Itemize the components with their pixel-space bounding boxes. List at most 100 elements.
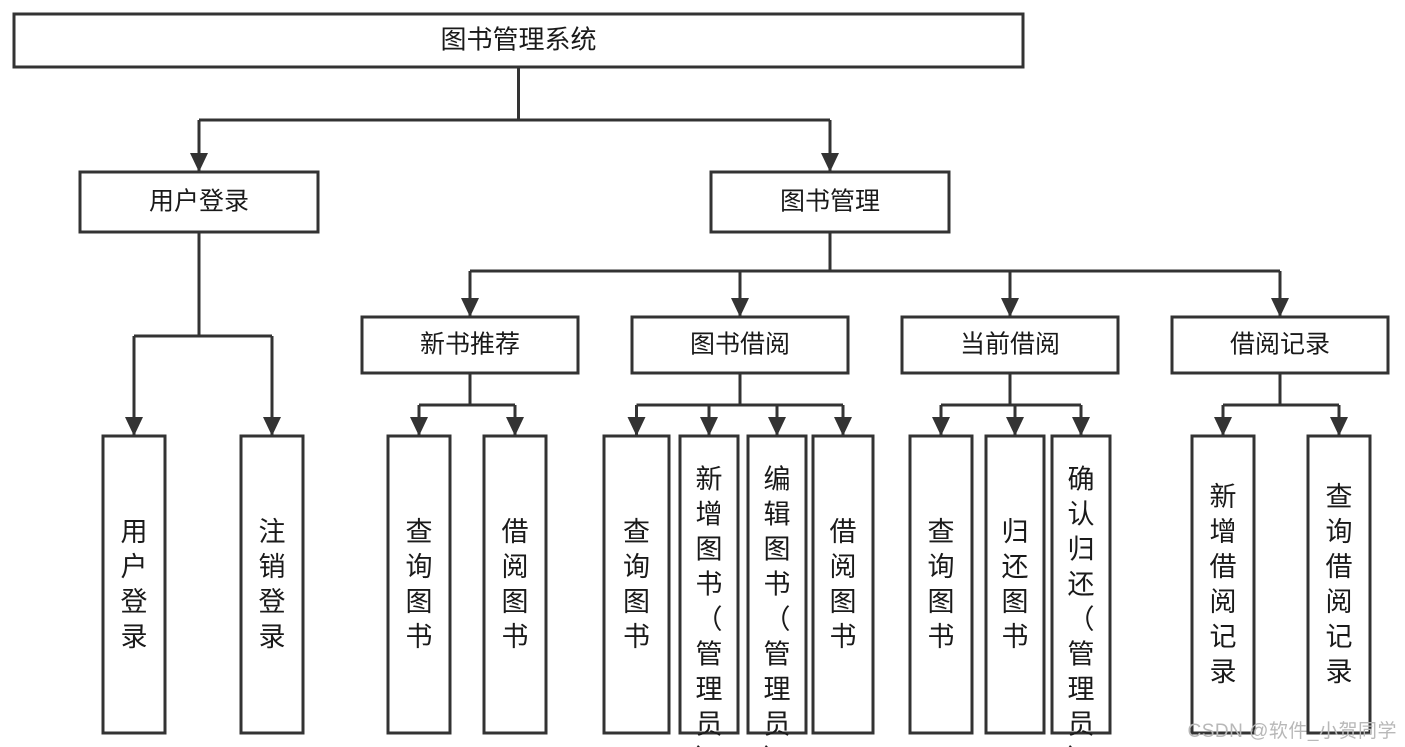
svg-text:理: 理	[764, 675, 791, 705]
svg-text:销: 销	[259, 552, 286, 582]
connector-layer	[125, 67, 1348, 436]
svg-text:管: 管	[1068, 640, 1095, 670]
svg-text:图: 图	[623, 587, 650, 617]
node-label: 用户登录	[149, 188, 249, 216]
svg-text:书: 书	[764, 570, 791, 600]
svg-text:归: 归	[1068, 535, 1095, 565]
svg-text:借: 借	[1210, 552, 1237, 582]
arrow-head-icon	[821, 153, 839, 172]
node-leaf-1[interactable]: 用户登录	[101, 434, 167, 735]
svg-text:理: 理	[696, 675, 723, 705]
svg-text:用: 用	[121, 517, 148, 547]
svg-text:记: 记	[1210, 622, 1237, 652]
svg-text:新: 新	[1210, 482, 1237, 512]
svg-text:（: （	[696, 605, 723, 635]
arrow-head-icon	[1006, 417, 1024, 436]
node-label-vertical: 用户登录	[121, 517, 148, 652]
node-label: 新书推荐	[420, 331, 520, 359]
svg-text:增: 增	[696, 500, 723, 530]
svg-text:录: 录	[1326, 657, 1353, 687]
svg-text:录: 录	[1210, 657, 1237, 687]
svg-text:询: 询	[1326, 517, 1353, 547]
arrow-head-icon	[627, 417, 646, 436]
node-level3-1[interactable]: 新书推荐	[360, 315, 580, 375]
node-level3-3[interactable]: 当前借阅	[900, 315, 1120, 375]
arrow-head-icon	[731, 298, 749, 317]
svg-text:询: 询	[928, 552, 955, 582]
node-level3-4[interactable]: 借阅记录	[1170, 315, 1390, 375]
svg-text:询: 询	[623, 552, 650, 582]
svg-text:注: 注	[259, 517, 286, 547]
node-label: 图书管理系统	[440, 24, 596, 54]
svg-text:录: 录	[259, 622, 286, 652]
arrow-head-icon	[1001, 298, 1019, 317]
svg-text:阅: 阅	[1326, 587, 1353, 617]
svg-text:书: 书	[830, 622, 857, 652]
arrow-head-icon	[506, 417, 524, 436]
svg-text:户: 户	[121, 552, 148, 582]
svg-text:员: 员	[764, 710, 791, 740]
node-root-图书管理系统[interactable]: 图书管理系统	[12, 12, 1025, 69]
svg-text:阅: 阅	[830, 552, 857, 582]
svg-text:书: 书	[502, 622, 529, 652]
node-level2-1[interactable]: 用户登录	[78, 170, 320, 234]
svg-text:图: 图	[928, 587, 955, 617]
svg-text:书: 书	[1002, 622, 1029, 652]
node-level3-2[interactable]: 图书借阅	[630, 315, 850, 375]
svg-text:图: 图	[696, 535, 723, 565]
svg-text:确: 确	[1068, 465, 1095, 495]
arrow-head-icon	[461, 298, 479, 317]
svg-text:还: 还	[1002, 552, 1029, 582]
svg-text:）: ）	[764, 745, 791, 747]
svg-text:图: 图	[1002, 587, 1029, 617]
svg-text:图: 图	[406, 587, 433, 617]
svg-text:辑: 辑	[764, 500, 791, 530]
svg-text:管: 管	[696, 640, 723, 670]
svg-text:书: 书	[696, 570, 723, 600]
svg-text:录: 录	[121, 622, 148, 652]
arrow-head-icon	[932, 417, 950, 436]
svg-text:查: 查	[1326, 482, 1353, 512]
node-label: 图书借阅	[690, 331, 790, 359]
svg-text:书: 书	[623, 622, 650, 652]
arrow-head-icon	[1072, 417, 1090, 436]
svg-text:查: 查	[406, 517, 433, 547]
node-label: 图书管理	[780, 188, 880, 216]
svg-text:借: 借	[1326, 552, 1353, 582]
svg-text:员: 员	[1068, 710, 1095, 740]
svg-text:借: 借	[830, 517, 857, 547]
svg-text:（: （	[1068, 605, 1095, 635]
node-layer: 图书管理系统用户登录图书管理新书推荐图书借阅当前借阅借阅记录用户登录注销登录查询…	[12, 12, 1390, 747]
arrow-head-icon	[1214, 417, 1232, 436]
svg-text:）: ）	[1068, 745, 1095, 747]
svg-text:归: 归	[1002, 517, 1029, 547]
node-level2-2[interactable]: 图书管理	[709, 170, 951, 234]
arrow-head-icon	[700, 417, 718, 436]
arrow-head-icon	[125, 417, 143, 436]
svg-text:还: 还	[1068, 570, 1095, 600]
svg-text:图: 图	[830, 587, 857, 617]
node-label: 借阅记录	[1230, 331, 1330, 359]
